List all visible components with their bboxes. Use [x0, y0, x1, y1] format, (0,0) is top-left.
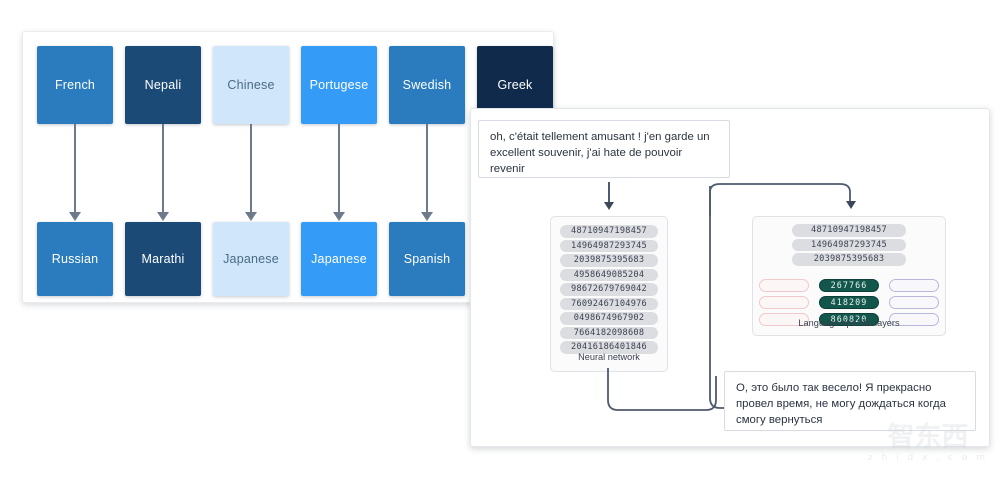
layer-vector-list: 48710947198457 14964987293745 2039875395… [753, 217, 945, 266]
inactive-layer-right[interactable] [889, 313, 939, 326]
vector-value: 20416186401846 [560, 341, 658, 354]
vector-value: 48710947198457 [792, 224, 906, 237]
source-language-label: Chinese [227, 78, 275, 92]
target-language-box-spanish[interactable]: Spanish [389, 222, 465, 296]
arrow-shaft-french-russian [74, 124, 76, 214]
vector-value: 7664182098608 [560, 326, 658, 339]
neural-network-caption: Neural network [578, 352, 640, 362]
vector-value: 98672679769042 [560, 283, 658, 296]
source-language-label: Greek [497, 78, 533, 92]
down-arrow-icon [245, 212, 257, 221]
inactive-layer-left[interactable] [759, 279, 809, 292]
active-layer-value[interactable]: 418209 [819, 296, 879, 309]
source-language-label: Nepali [144, 78, 182, 92]
neural-network-vector-list: 48710947198457 14964987293745 2039875395… [551, 217, 667, 354]
source-language-box-chinese[interactable]: Chinese [213, 46, 289, 124]
source-text: oh, c'était tellement amusant ! j'en gar… [490, 131, 710, 176]
arrow-shaft-swedish-spanish [426, 124, 428, 214]
neural-network-card: 48710947198457 14964987293745 2039875395… [550, 216, 668, 372]
source-language-box-nepali[interactable]: Nepali [125, 46, 201, 124]
active-layer-value[interactable]: 860820 [819, 313, 879, 326]
source-language-box-portugese[interactable]: Portugese [301, 46, 377, 124]
arrow-shaft-chinese-japanese [250, 124, 252, 214]
source-language-box-swedish[interactable]: Swedish [389, 46, 465, 124]
down-arrow-icon [846, 201, 856, 209]
target-language-box-russian[interactable]: Russian [37, 222, 113, 296]
vector-value: 2039875395683 [792, 253, 906, 266]
layer-row: 860820 [759, 313, 939, 326]
active-layer-value[interactable]: 267766 [819, 279, 879, 292]
arrow-shaft-nepali-marathi [162, 124, 164, 214]
down-arrow-icon [421, 212, 433, 221]
down-arrow-icon [69, 212, 81, 221]
layer-row: 418209 [759, 296, 939, 309]
output-text: О, это было так весело! Я прекрасно пров… [736, 382, 947, 427]
inactive-layer-right[interactable] [889, 279, 939, 292]
layers-to-output-connector-icon [709, 186, 730, 409]
source-text-card[interactable]: oh, c'était tellement amusant ! j'en gar… [478, 120, 730, 178]
elbow-connector-icon [607, 368, 717, 411]
down-arrow-icon [157, 212, 169, 221]
target-language-label: Japanese [223, 252, 279, 266]
source-language-box-french[interactable]: French [37, 46, 113, 124]
language-specific-layers-caption: Language specific layers [798, 318, 900, 328]
source-language-label: French [54, 78, 96, 92]
output-text-card[interactable]: О, это было так весело! Я прекрасно пров… [724, 371, 976, 431]
target-language-box-japanese-2[interactable]: Japanese [301, 222, 377, 296]
vector-value: 76092467104976 [560, 297, 658, 310]
inactive-layer-left[interactable] [759, 313, 809, 326]
target-language-box-japanese-1[interactable]: Japanese [213, 222, 289, 296]
down-arrow-icon [604, 202, 614, 210]
inactive-layer-right[interactable] [889, 296, 939, 309]
target-language-label: Marathi [141, 252, 185, 266]
inactive-layer-left[interactable] [759, 296, 809, 309]
down-arrow-icon [333, 212, 345, 221]
vector-value: 0498674967902 [560, 312, 658, 325]
target-language-label: Spanish [403, 252, 451, 266]
arrow-shaft-portugese-japanese [338, 124, 340, 214]
layer-row: 267766 [759, 279, 939, 292]
target-language-box-marathi[interactable]: Marathi [125, 222, 201, 296]
language-specific-layers-card: 48710947198457 14964987293745 2039875395… [752, 216, 946, 336]
layer-selector-grid: 267766 418209 860820 [759, 279, 939, 330]
target-language-label: Russian [51, 252, 99, 266]
vector-value: 14964987293745 [792, 238, 906, 251]
vector-value: 48710947198457 [560, 225, 658, 238]
vector-value: 4958649085204 [560, 268, 658, 281]
source-language-label: Swedish [402, 78, 452, 92]
arrow-shaft-source-to-network [608, 182, 610, 204]
vector-value: 14964987293745 [560, 239, 658, 252]
vector-value: 2039875395683 [560, 254, 658, 267]
target-language-label: Japanese [311, 252, 367, 266]
source-language-label: Portugese [309, 78, 369, 92]
watermark-site: z h i d x . c o m [868, 453, 988, 463]
language-pairs-panel: French Nepali Chinese Portugese Swedish … [22, 31, 554, 303]
